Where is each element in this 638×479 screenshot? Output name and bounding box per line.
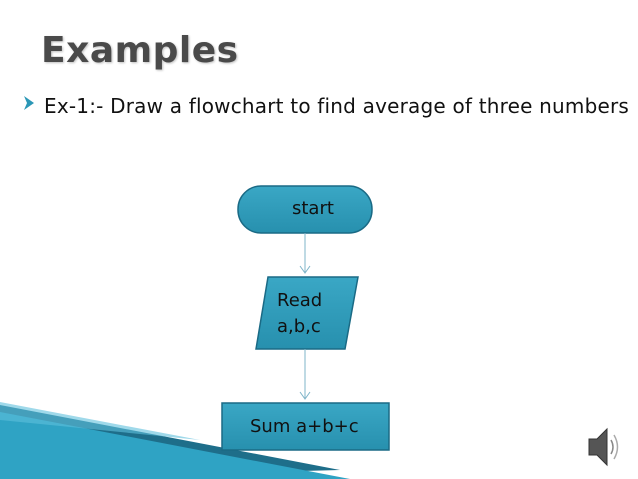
read-input-shape xyxy=(255,276,359,350)
arrowhead-sum xyxy=(299,391,311,400)
sum-process-shape xyxy=(221,402,390,451)
slide-title: Examples xyxy=(41,30,239,71)
sum-label: Sum a+b+c xyxy=(250,416,359,437)
swoosh-highlight xyxy=(0,402,200,440)
bullet-text: Ex-1:- Draw a flowchart to find average … xyxy=(44,94,630,118)
speaker-icon[interactable] xyxy=(585,425,625,469)
bullet-arrow-icon xyxy=(24,96,34,110)
arrowhead-read xyxy=(299,265,311,274)
start-label: start xyxy=(292,198,334,219)
read-label-line2: a,b,c xyxy=(277,316,321,337)
read-label-line1: Read xyxy=(277,290,323,311)
